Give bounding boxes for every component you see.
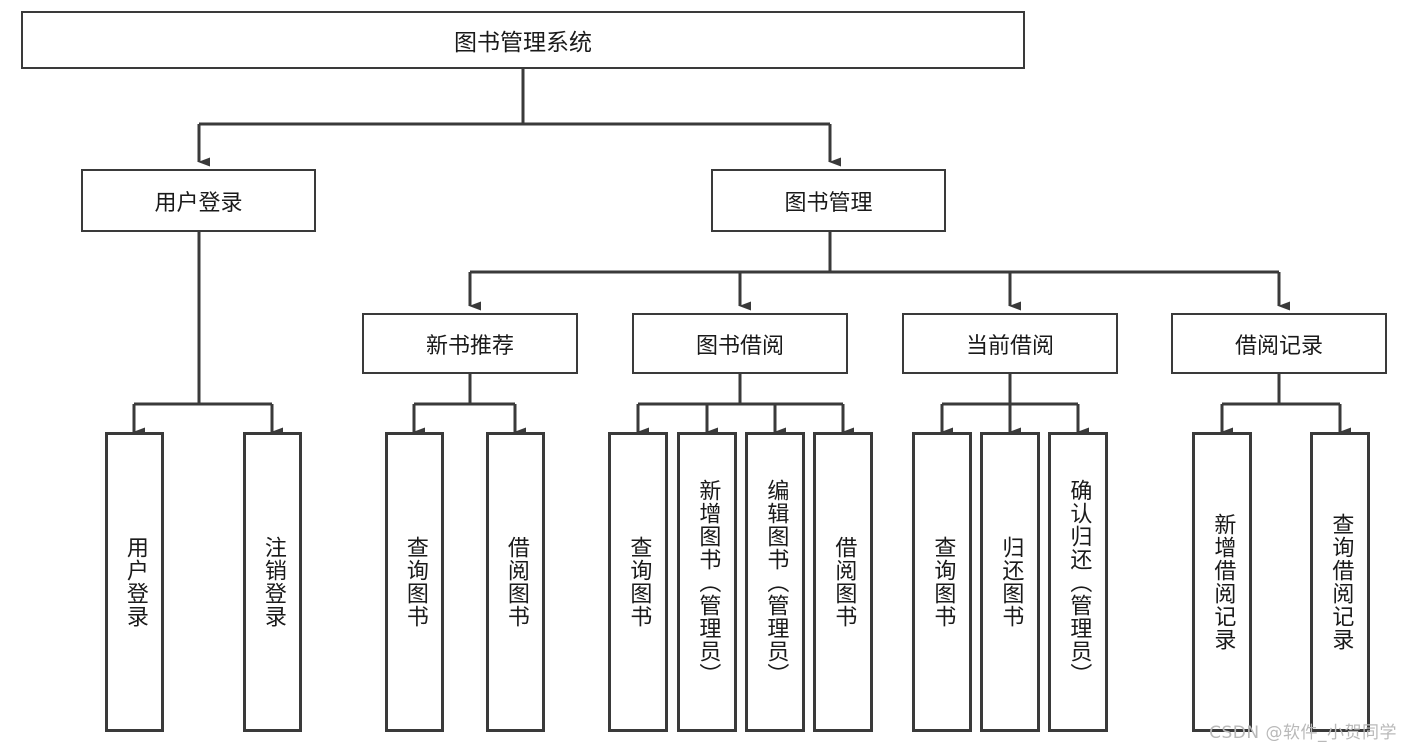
leaf-label: 借阅图书 [831, 536, 857, 628]
node-label: 图书管理 [784, 190, 873, 216]
leaf-label: 编辑图书（管理员） [763, 478, 789, 686]
leaf-current-query-book[interactable]: 查询图书 [912, 432, 972, 732]
leaf-label: 用户登录 [122, 536, 148, 628]
node-current-borrow[interactable]: 当前借阅 [902, 313, 1118, 374]
watermark: CSDN @软件_小贺同学 [1209, 723, 1397, 743]
leaf-user-login[interactable]: 用户登录 [105, 432, 164, 732]
node-new-book-recommend[interactable]: 新书推荐 [362, 313, 578, 374]
leaf-record-add-record[interactable]: 新增借阅记录 [1192, 432, 1252, 732]
leaf-user-logout[interactable]: 注销登录 [243, 432, 302, 732]
node-borrow-record[interactable]: 借阅记录 [1171, 313, 1387, 374]
leaf-borrow-query-book[interactable]: 查询图书 [608, 432, 668, 732]
leaf-label: 新增借阅记录 [1210, 513, 1236, 651]
leaf-label: 查询图书 [626, 536, 652, 628]
node-book-management[interactable]: 图书管理 [711, 169, 946, 232]
leaf-recommend-borrow-book[interactable]: 借阅图书 [486, 432, 545, 732]
leaf-label: 查询图书 [930, 536, 956, 628]
node-label: 用户登录 [154, 190, 243, 216]
leaf-recommend-query-book[interactable]: 查询图书 [385, 432, 444, 732]
leaf-borrow-add-book-admin[interactable]: 新增图书（管理员） [677, 432, 737, 732]
leaf-label: 查询借阅记录 [1328, 513, 1354, 651]
node-label: 图书管理系统 [454, 30, 592, 56]
node-user-login[interactable]: 用户登录 [81, 169, 316, 232]
leaf-borrow-edit-book-admin[interactable]: 编辑图书（管理员） [745, 432, 805, 732]
leaf-label: 注销登录 [260, 536, 286, 628]
leaf-current-return-book[interactable]: 归还图书 [980, 432, 1040, 732]
leaf-label: 借阅图书 [503, 536, 529, 628]
leaf-label: 查询图书 [402, 536, 428, 628]
leaf-label: 确认归还（管理员） [1066, 478, 1092, 686]
leaf-record-query-record[interactable]: 查询借阅记录 [1310, 432, 1370, 732]
node-label: 图书借阅 [695, 333, 784, 359]
leaf-borrow-borrow-book[interactable]: 借阅图书 [813, 432, 873, 732]
node-label: 借阅记录 [1234, 333, 1323, 359]
leaf-current-confirm-return-admin[interactable]: 确认归还（管理员） [1048, 432, 1108, 732]
node-label: 当前借阅 [965, 333, 1054, 359]
node-label: 新书推荐 [425, 333, 514, 359]
leaf-label: 归还图书 [998, 536, 1024, 628]
node-root-system[interactable]: 图书管理系统 [21, 11, 1025, 69]
node-book-borrow[interactable]: 图书借阅 [632, 313, 848, 374]
leaf-label: 新增图书（管理员） [695, 478, 721, 686]
